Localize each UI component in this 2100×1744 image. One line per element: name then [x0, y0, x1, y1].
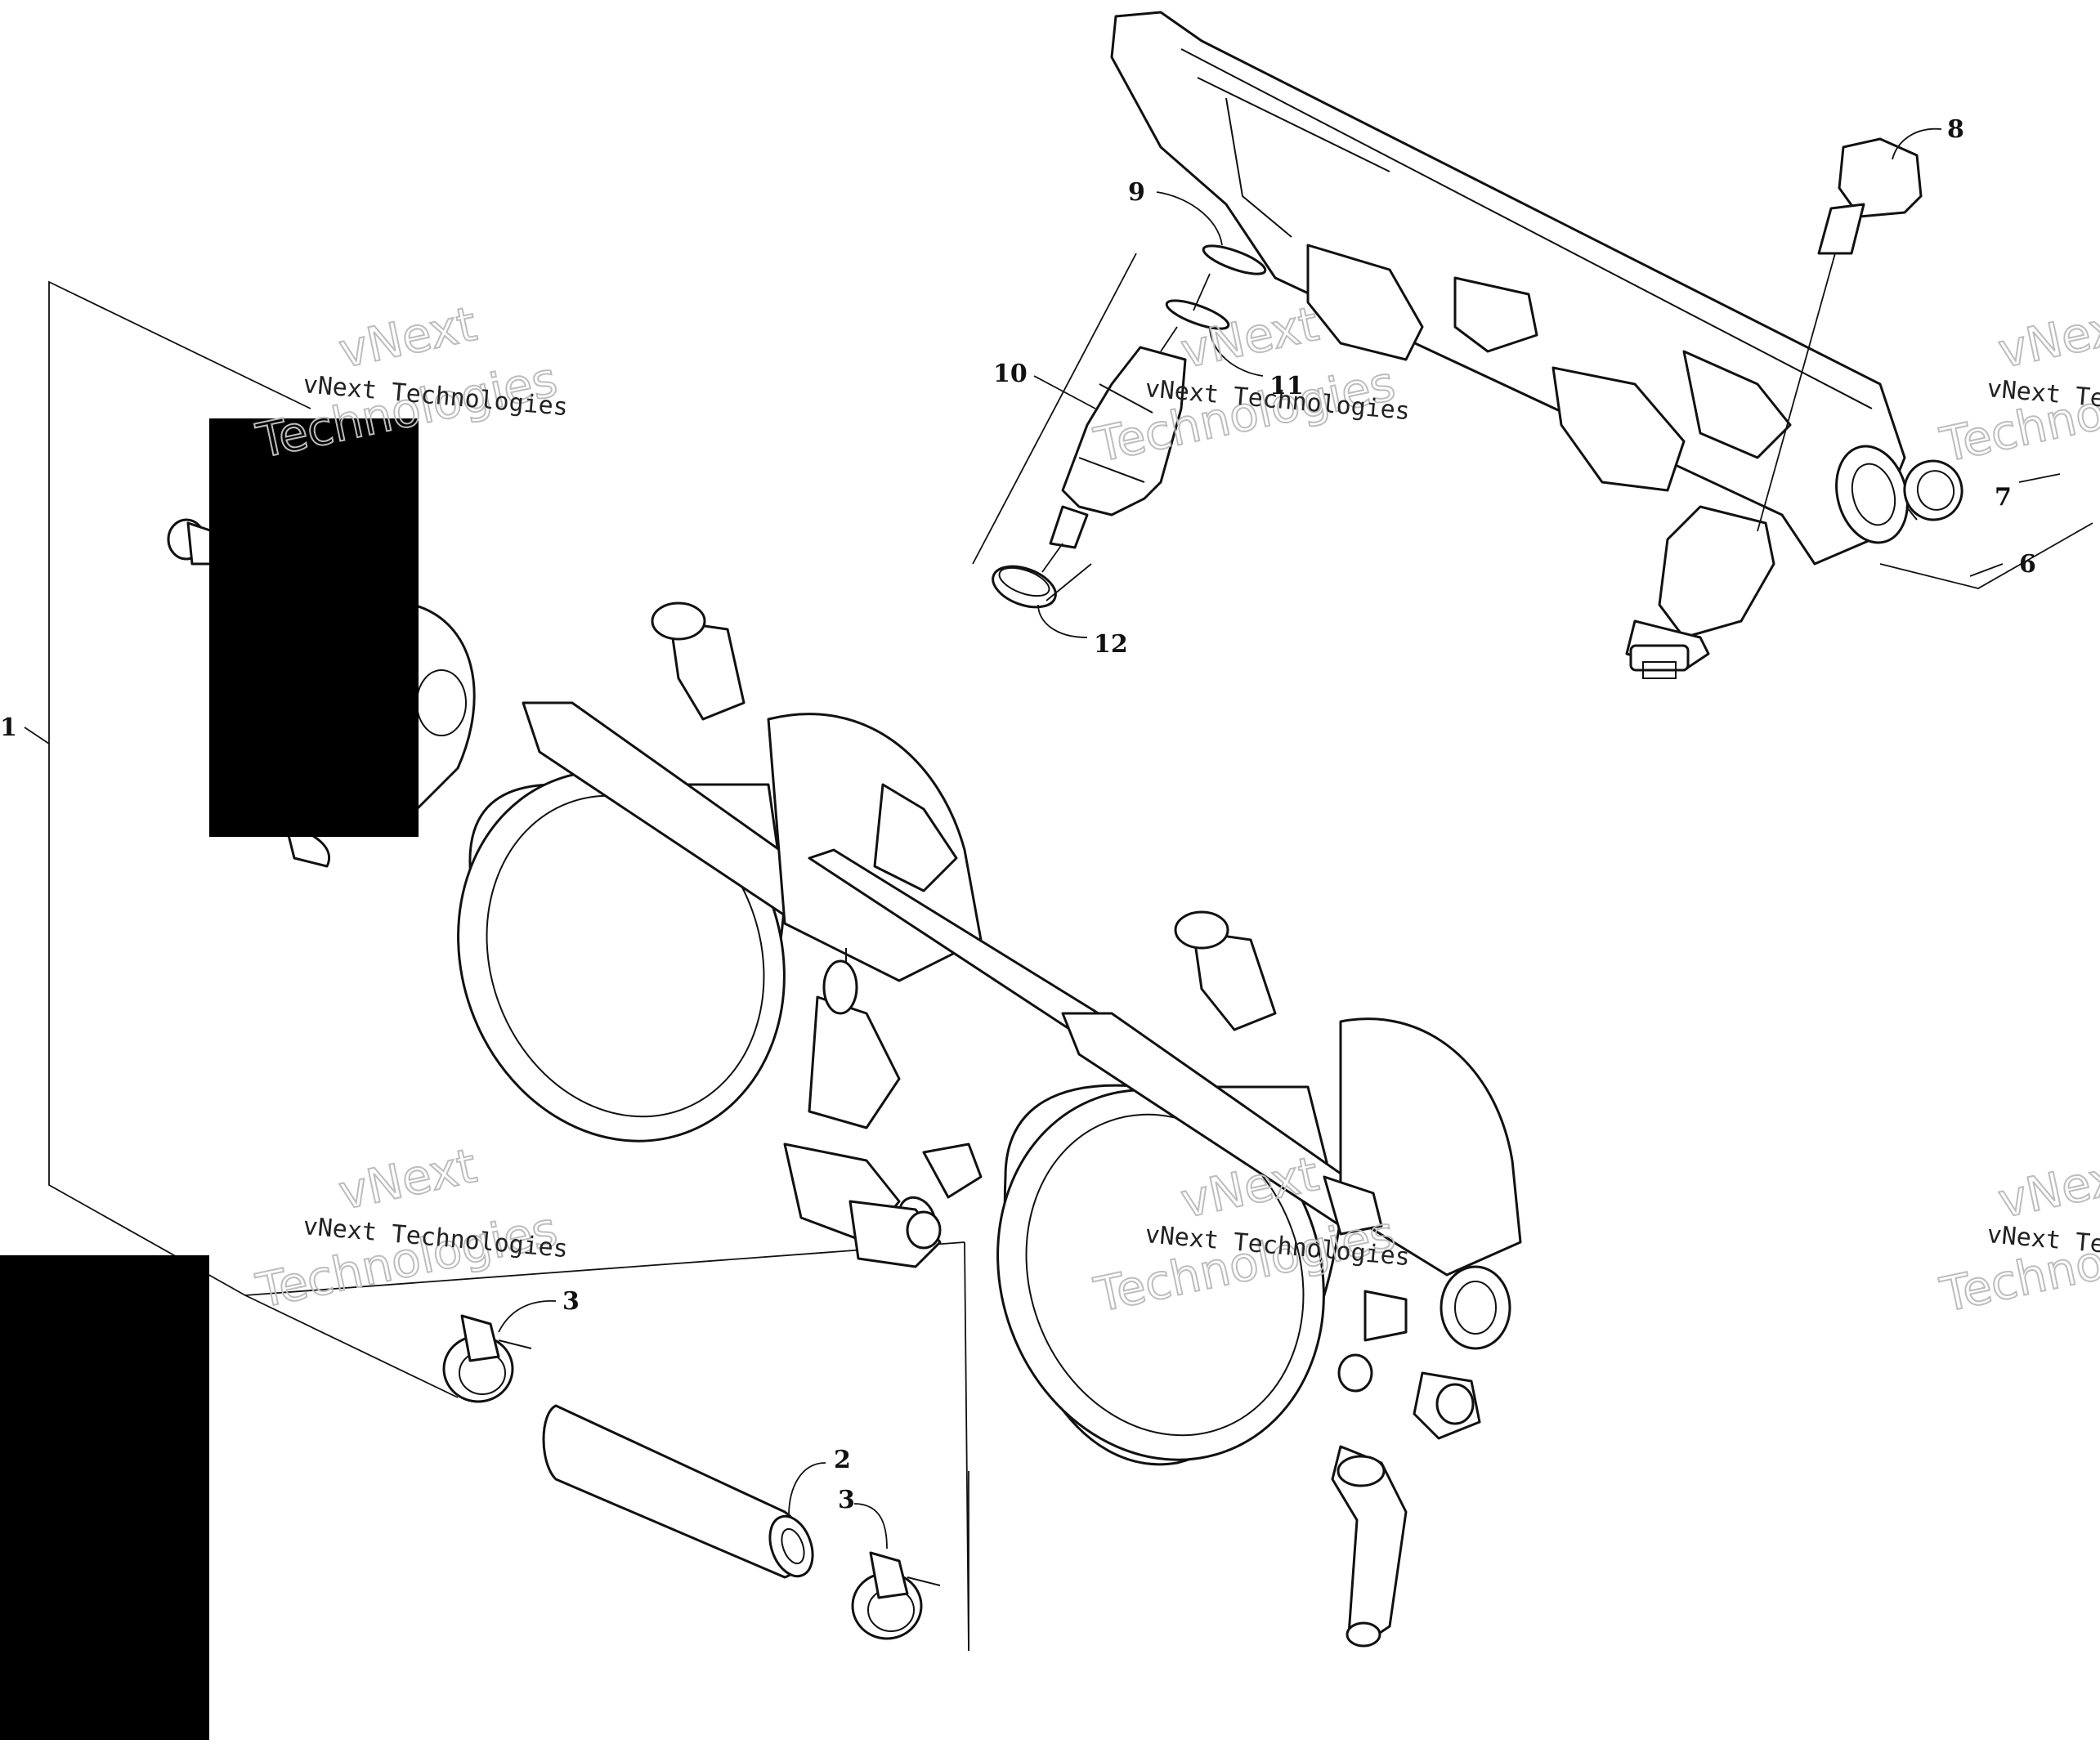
- hose-and-clamps: [442, 1314, 941, 1640]
- watermark-group-3: vNext Technologies vNext Technologies: [1935, 295, 2100, 474]
- callout-2: 2: [834, 1446, 851, 1474]
- fuel-rail: [1110, 11, 1909, 679]
- callout-1: 1: [0, 713, 17, 742]
- callout-3-lower: 3: [838, 1486, 855, 1514]
- callout-3-upper: 3: [562, 1287, 580, 1316]
- svg-text:vNext: vNext: [1994, 296, 2100, 379]
- callout-7: 7: [1995, 483, 2012, 512]
- bracket-connector: [849, 1200, 942, 1268]
- rail-bolt: [1757, 137, 1923, 532]
- redaction-box-top: [209, 418, 419, 837]
- watermark-group-6: vNext Technologies vNext Technologies: [1935, 1145, 2100, 1324]
- throttle-body-left: [457, 601, 983, 1244]
- callout-12: 12: [1094, 630, 1128, 659]
- svg-text:vNext: vNext: [334, 296, 481, 379]
- assembly-bracket-1: [24, 280, 969, 1652]
- callout-6: 6: [2019, 550, 2036, 579]
- callout-11: 11: [1269, 372, 1304, 400]
- callout-8: 8: [1947, 115, 1964, 144]
- fuel-injector-assembly: [992, 244, 1267, 609]
- watermark-group-4: vNext Technologies vNext Technologies: [251, 1137, 569, 1320]
- svg-text:vNext: vNext: [334, 1138, 481, 1221]
- redaction-box-bottom: [0, 1255, 209, 1740]
- rail-seal-ring: [1903, 459, 1963, 521]
- throttle-body-right: [996, 910, 1522, 1648]
- callout-9: 9: [1128, 178, 1145, 207]
- callout-10: 10: [993, 360, 1028, 388]
- svg-text:Technologies: Technologies: [252, 1201, 562, 1319]
- svg-text:vNext: vNext: [1994, 1146, 2100, 1229]
